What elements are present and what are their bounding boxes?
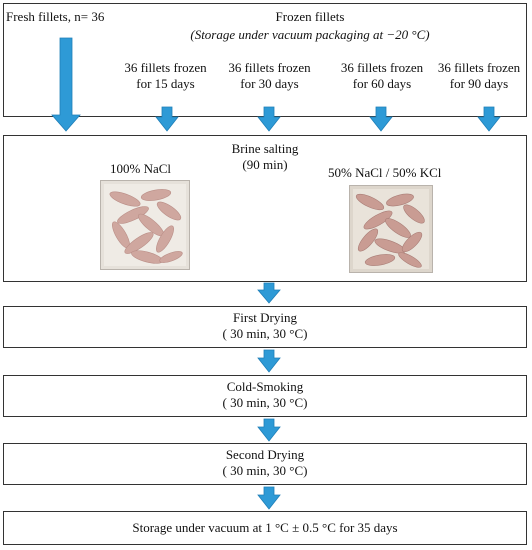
to-first-drying-arrow-icon — [257, 282, 281, 304]
cold-smoking-detail: ( 30 min, 30 °C) — [222, 395, 308, 410]
group-30-line2: for 30 days — [240, 76, 299, 91]
group-15-line2: for 15 days — [136, 76, 195, 91]
nacl-kcl-fillet-photo — [349, 185, 433, 273]
nacl-fillet-photo — [100, 180, 190, 270]
input-box — [3, 3, 527, 117]
frozen-fillets-label: Frozen fillets — [275, 9, 345, 24]
first-drying-box — [3, 306, 527, 348]
storage-note: (Storage under vacuum packaging at −20 °… — [190, 27, 430, 42]
second-drying-box — [3, 443, 527, 485]
final-storage-box — [3, 511, 527, 545]
group-60-line2: for 60 days — [352, 76, 412, 91]
cold-smoking-box — [3, 375, 527, 417]
brine-salting-title: Brine salting — [231, 141, 299, 156]
second-drying-detail: ( 30 min, 30 °C) — [222, 463, 308, 478]
group-90-line2: for 90 days — [449, 76, 509, 91]
nacl-kcl-label: 50% NaCl / 50% KCl — [328, 165, 442, 180]
brine-salting-duration: (90 min) — [242, 157, 288, 172]
first-drying-title: First Drying — [233, 310, 297, 325]
first-drying-detail: ( 30 min, 30 °C) — [222, 326, 308, 341]
cold-smoking-title: Cold-Smoking — [226, 379, 304, 394]
to-cold-smoking-arrow-icon — [257, 349, 281, 373]
final-storage-label: Storage under vacuum at 1 °C ± 0.5 °C fo… — [132, 520, 398, 535]
brine-salting-box — [3, 135, 527, 282]
group-30-line1: 36 fillets frozen — [228, 60, 311, 75]
second-drying-title: Second Drying — [225, 447, 305, 462]
group-15-line1: 36 fillets frozen — [124, 60, 207, 75]
fresh-fillets-label: Fresh fillets, n= 36 — [6, 9, 105, 24]
to-second-drying-arrow-icon — [257, 418, 281, 442]
nacl-label: 100% NaCl — [110, 161, 172, 176]
group-60-line1: 36 fillets frozen — [340, 60, 424, 75]
to-storage-arrow-icon — [257, 486, 281, 510]
group-90-line1: 36 fillets frozen — [437, 60, 521, 75]
